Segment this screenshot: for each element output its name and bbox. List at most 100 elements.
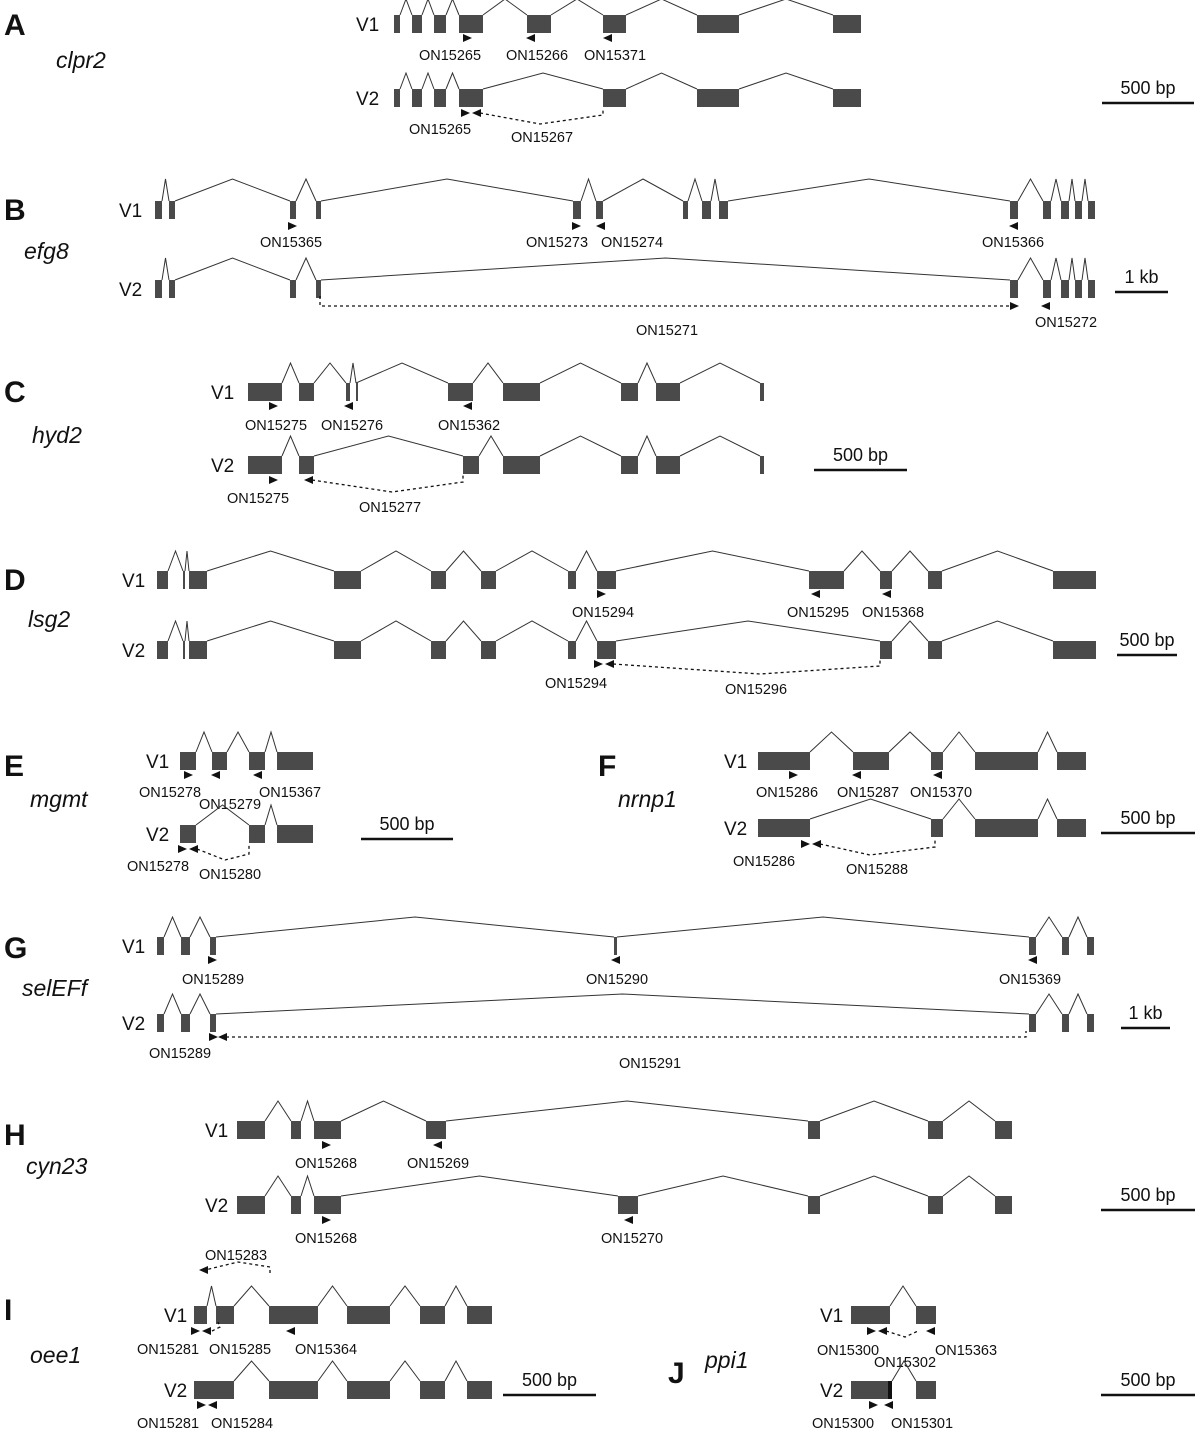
exon-box xyxy=(928,641,942,659)
exon-box xyxy=(237,1196,265,1214)
primer-label: ON15284 xyxy=(211,1416,273,1432)
scale-bar-label: 500 bp xyxy=(1120,1370,1175,1390)
forward-primer-arrow xyxy=(209,1033,218,1041)
intron-line xyxy=(482,0,528,16)
junction-primer-line xyxy=(226,1031,1027,1038)
primer-label: ON15289 xyxy=(149,1046,211,1062)
intron-line xyxy=(637,434,657,457)
exon-box xyxy=(928,1196,943,1214)
primer-label: ON15276 xyxy=(321,418,383,434)
reverse-primer-arrow xyxy=(286,1327,295,1335)
exon-box xyxy=(334,571,361,589)
intron-line xyxy=(313,435,464,457)
primer-label: ON15286 xyxy=(733,854,795,870)
panel-letter: J xyxy=(668,1357,685,1390)
gene-name: efg8 xyxy=(24,238,69,264)
exon-box xyxy=(1061,280,1069,298)
intron-line xyxy=(539,435,622,457)
panel-letter: G xyxy=(4,932,27,965)
exon-box xyxy=(702,201,711,219)
exon-box xyxy=(568,571,576,589)
primer-label: ON15266 xyxy=(506,48,568,64)
intron-line xyxy=(575,549,598,572)
reverse-primer-arrow xyxy=(211,771,220,779)
intron-line xyxy=(1037,797,1058,820)
intron-line xyxy=(421,71,435,90)
reverse-primer-arrow xyxy=(1009,222,1018,230)
reverse-primer-arrow xyxy=(1028,956,1037,964)
exon-box xyxy=(597,571,616,589)
gene-name: clpr2 xyxy=(56,47,106,73)
junction-primer-line xyxy=(311,474,464,493)
exon-box xyxy=(316,280,321,298)
intron-line xyxy=(580,177,597,202)
reverse-primer-arrow xyxy=(926,1327,935,1335)
reverse-primer-arrow xyxy=(596,222,605,230)
exon-box xyxy=(420,1306,445,1324)
primer-label: ON15273 xyxy=(526,235,588,251)
exon-box xyxy=(1053,641,1096,659)
scale-bar-label: 500 bp xyxy=(1120,808,1175,828)
exon-box xyxy=(356,383,358,401)
intron-line xyxy=(445,620,482,642)
intron-line xyxy=(889,1285,917,1307)
reverse-primer-arrow xyxy=(433,1141,442,1149)
exon-box xyxy=(503,456,540,474)
exon-box xyxy=(916,1381,936,1399)
exon-box xyxy=(194,1306,207,1324)
exon-box xyxy=(157,641,168,659)
intron-line xyxy=(360,550,432,572)
primer-label: ON15294 xyxy=(572,605,634,621)
exon-box xyxy=(412,15,422,33)
primer-label: ON15287 xyxy=(837,785,899,801)
primer-label: ON15289 xyxy=(182,972,244,988)
intron-line xyxy=(550,0,604,16)
intron-line xyxy=(233,1360,270,1382)
intron-line xyxy=(349,362,357,384)
reverse-primer-arrow xyxy=(199,1266,208,1274)
primer-label: ON15265 xyxy=(409,122,471,138)
intron-line xyxy=(738,72,834,90)
junction-primer-line xyxy=(196,845,250,861)
exon-box xyxy=(157,571,168,589)
intron-line xyxy=(1068,178,1076,202)
intron-line xyxy=(161,178,170,202)
intron-line xyxy=(941,620,1054,642)
intron-line xyxy=(679,435,761,457)
reverse-primer-arrow xyxy=(344,402,353,410)
intron-line xyxy=(195,730,213,753)
exon-box xyxy=(169,201,175,219)
intron-line xyxy=(942,731,976,753)
intron-line xyxy=(264,803,278,826)
reverse-primer-arrow xyxy=(624,1216,633,1224)
reverse-primer-arrow xyxy=(811,590,820,598)
forward-primer-arrow xyxy=(197,1401,206,1409)
exon-box xyxy=(503,383,540,401)
scale-bar-label: 500 bp xyxy=(379,814,434,834)
panel-letter: F xyxy=(598,750,616,783)
exon-box xyxy=(851,1381,892,1399)
primer-label: ON15362 xyxy=(438,418,500,434)
intron-line xyxy=(891,620,929,642)
exon-box xyxy=(180,752,196,770)
reverse-primer-arrow xyxy=(208,1401,217,1409)
exon-box xyxy=(189,641,207,659)
exon-box xyxy=(853,752,889,770)
intron-line xyxy=(819,1100,929,1122)
intron-line xyxy=(1081,178,1089,202)
primer-label: ON15268 xyxy=(295,1231,357,1247)
exon-box xyxy=(434,89,446,107)
intron-line xyxy=(1035,916,1063,938)
primer-label: ON15291 xyxy=(619,1056,681,1072)
exon-box xyxy=(833,89,861,107)
exon-box xyxy=(683,201,688,219)
intron-line xyxy=(167,619,184,642)
intron-line xyxy=(625,0,698,16)
exon-box xyxy=(1062,937,1069,955)
exon-box xyxy=(314,1121,341,1139)
variant-label: V2 xyxy=(724,819,747,840)
variant-label: V2 xyxy=(146,825,169,846)
intron-line xyxy=(482,72,604,90)
intron-line xyxy=(445,0,460,16)
